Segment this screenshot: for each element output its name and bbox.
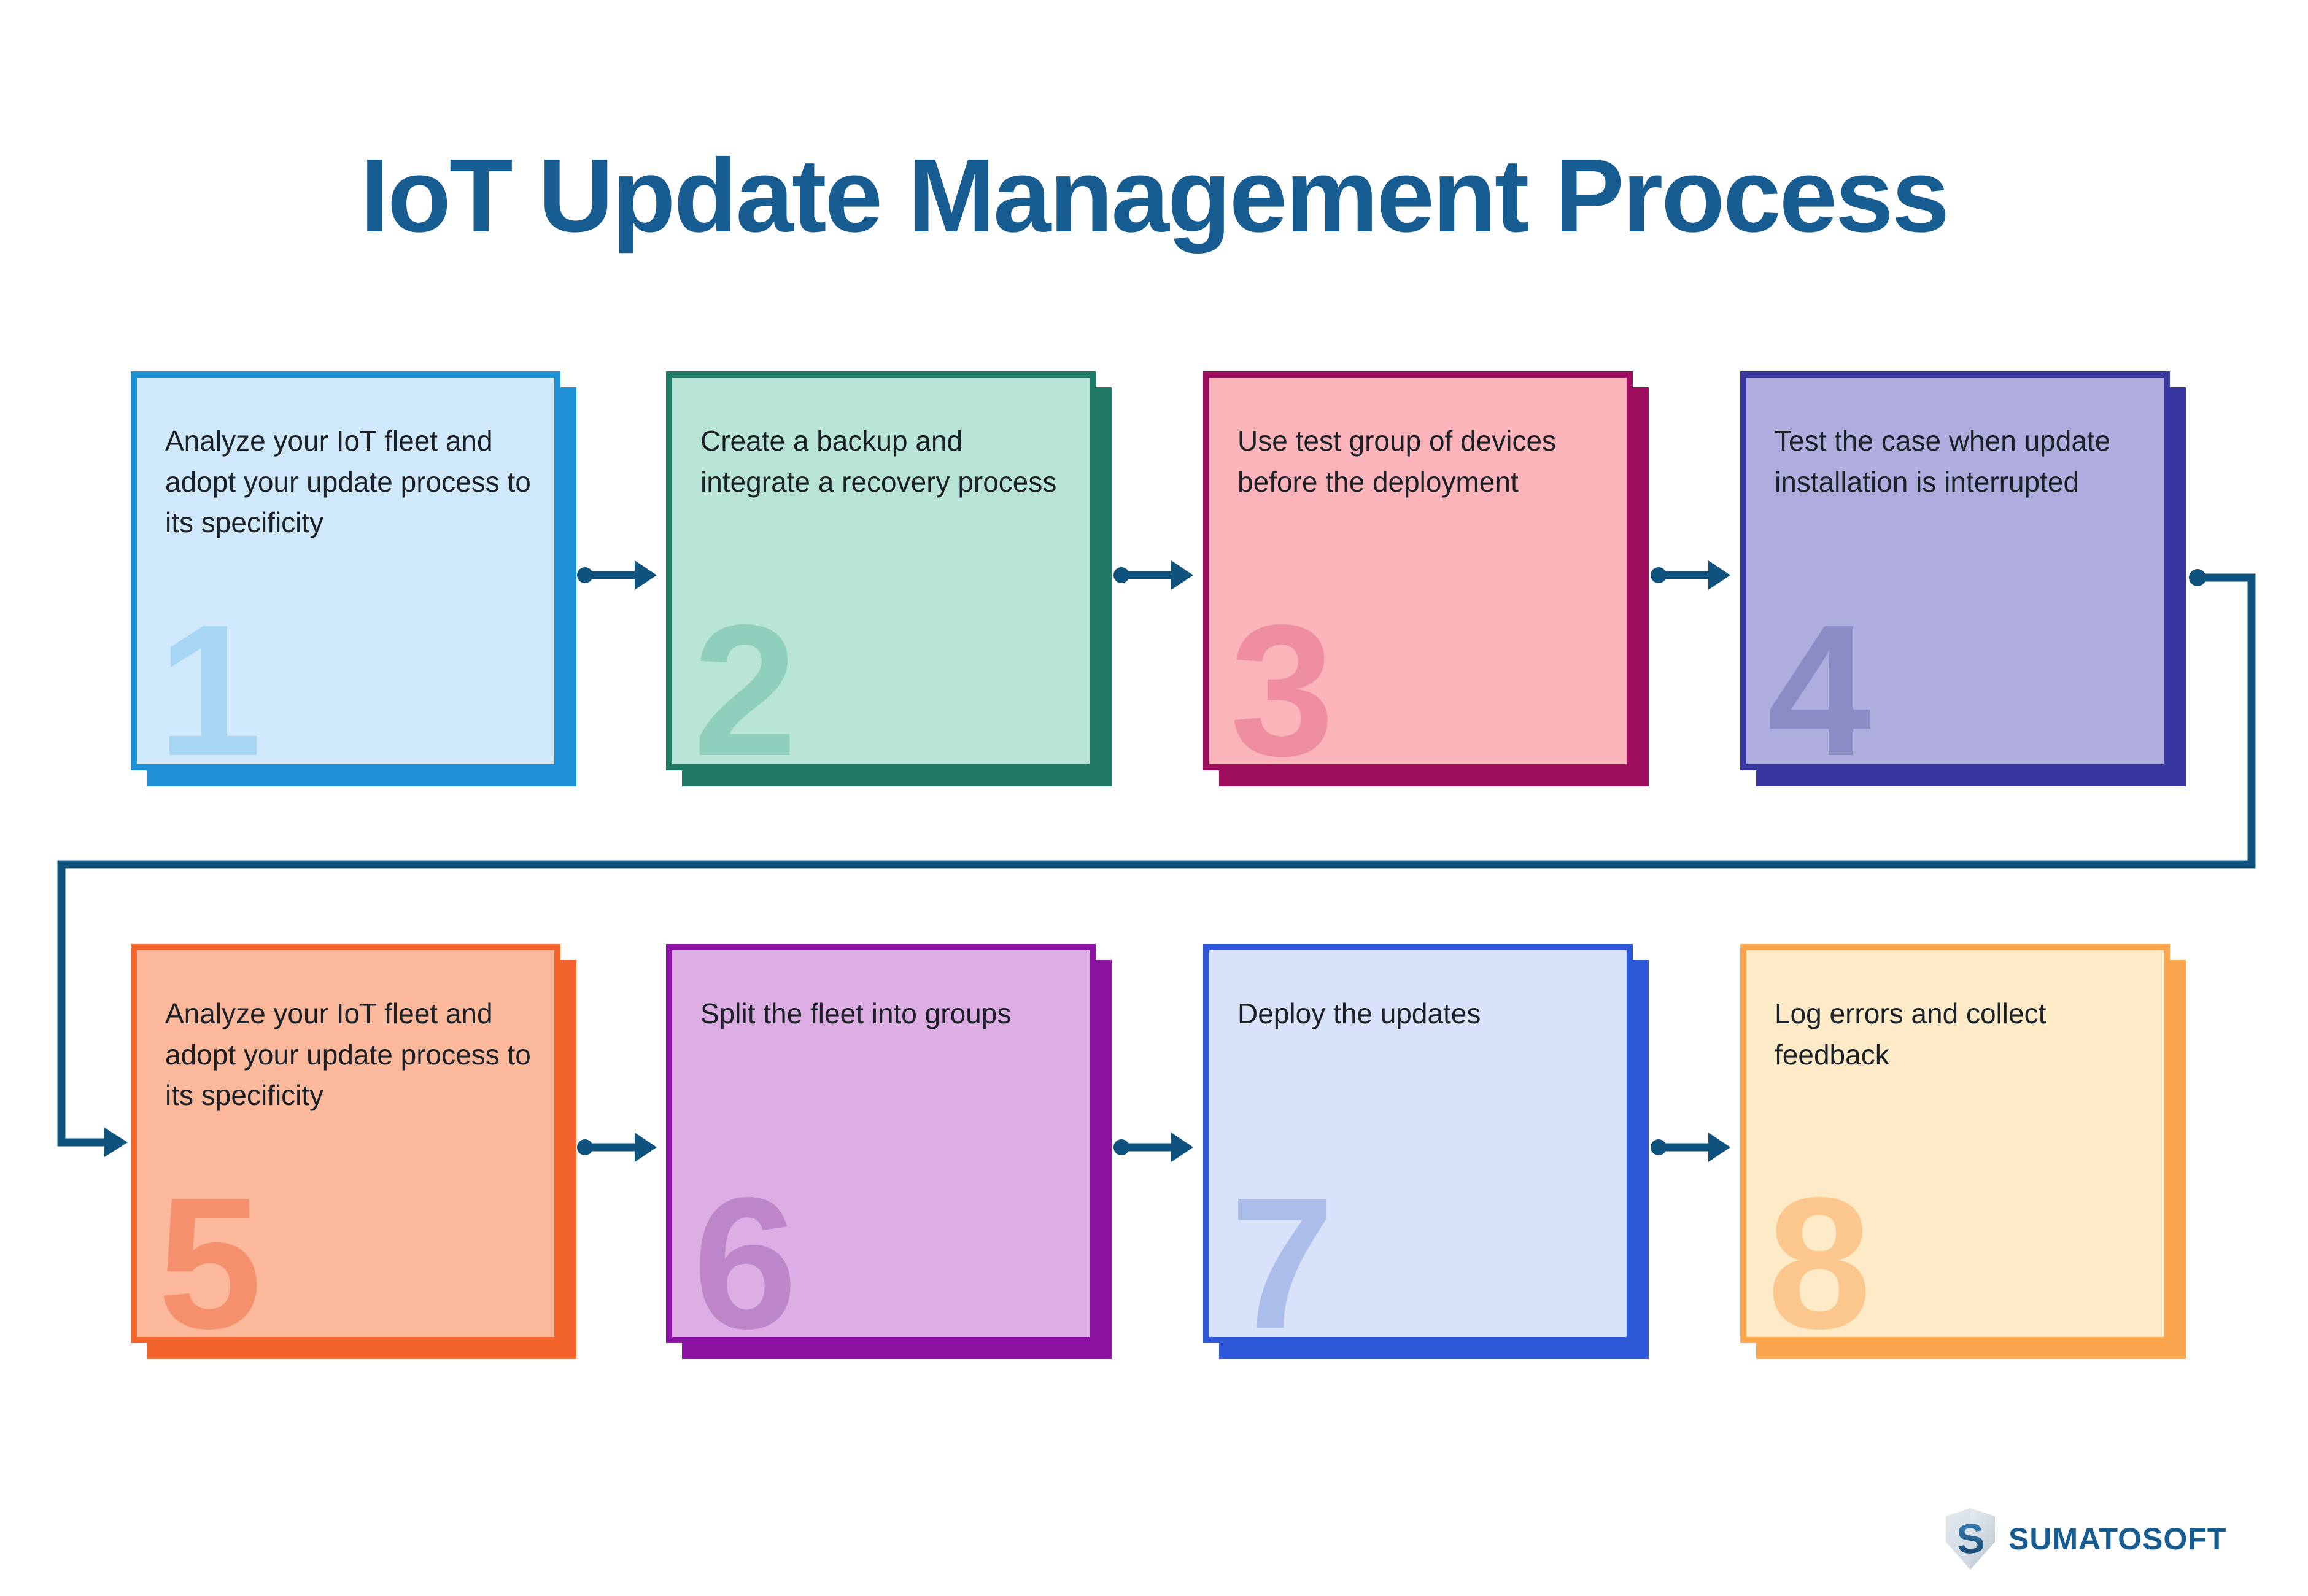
step-number: 6 xyxy=(693,1158,797,1368)
connector-dot xyxy=(1113,567,1129,583)
step-number: 2 xyxy=(693,586,797,795)
step-description: Use test group of devices before the dep… xyxy=(1237,425,1557,498)
step-card-6: Split the fleet into groups 6 xyxy=(666,944,1096,1357)
step-description: Create a backup and integrate a recovery… xyxy=(700,425,1057,498)
arrow-right-icon xyxy=(1651,560,1730,590)
arrow-right-icon xyxy=(577,1133,657,1162)
arrow-right-icon xyxy=(1113,1133,1193,1162)
arrow-right-icon xyxy=(577,560,657,590)
arrowhead-icon xyxy=(1708,560,1730,590)
step-description: Test the case when update installation i… xyxy=(1775,425,2111,498)
step-description: Split the fleet into groups xyxy=(700,998,1012,1029)
connector-dot xyxy=(2189,569,2206,586)
brand-logo: S SUMATOSOFT xyxy=(1945,1505,2226,1573)
arrowhead-icon xyxy=(1708,1133,1730,1162)
step-number: 7 xyxy=(1230,1158,1334,1368)
connector-dot xyxy=(577,1139,593,1155)
step-card-2: Create a backup and integrate a recovery… xyxy=(666,371,1096,784)
step-card-7: Deploy the updates 7 xyxy=(1203,944,1633,1357)
step-card-3: Use test group of devices before the dep… xyxy=(1203,371,1633,784)
arrow-right-icon xyxy=(1113,560,1193,590)
step-number: 1 xyxy=(158,586,262,795)
step-description: Deploy the updates xyxy=(1237,998,1481,1029)
step-number: 4 xyxy=(1767,586,1872,795)
step-description: Analyze your IoT fleet and adopt your up… xyxy=(165,998,531,1112)
connector-dot xyxy=(1113,1139,1129,1155)
step-description: Analyze your IoT fleet and adopt your up… xyxy=(165,425,531,539)
arrowhead-icon xyxy=(635,560,657,590)
step-card-1: Analyze your IoT fleet and adopt your up… xyxy=(131,371,560,784)
connector-dot xyxy=(1651,567,1667,583)
step-card-5: Analyze your IoT fleet and adopt your up… xyxy=(131,944,560,1357)
arrowhead-icon xyxy=(1171,1133,1193,1162)
page-title: IoT Update Management Process xyxy=(360,137,1950,254)
step-card-8: Log errors and collect feedback 8 xyxy=(1740,944,2170,1357)
arrow-right-icon xyxy=(1651,1133,1730,1162)
shield-s-icon: S xyxy=(1946,1508,1995,1570)
step-number: 3 xyxy=(1230,586,1334,795)
step-number: 8 xyxy=(1767,1158,1872,1368)
svg-text:S: S xyxy=(1955,1515,1986,1563)
arrowhead-icon xyxy=(1171,560,1193,590)
arrowhead-icon xyxy=(104,1128,128,1157)
step-description: Log errors and collect feedback xyxy=(1775,998,2047,1071)
step-number: 5 xyxy=(158,1158,262,1368)
brand-name: SUMATOSOFT xyxy=(2008,1522,2227,1556)
connector-dot xyxy=(1651,1139,1667,1155)
connector-dot xyxy=(577,567,593,583)
arrowhead-icon xyxy=(635,1133,657,1162)
step-card-4: Test the case when update installation i… xyxy=(1740,371,2170,784)
